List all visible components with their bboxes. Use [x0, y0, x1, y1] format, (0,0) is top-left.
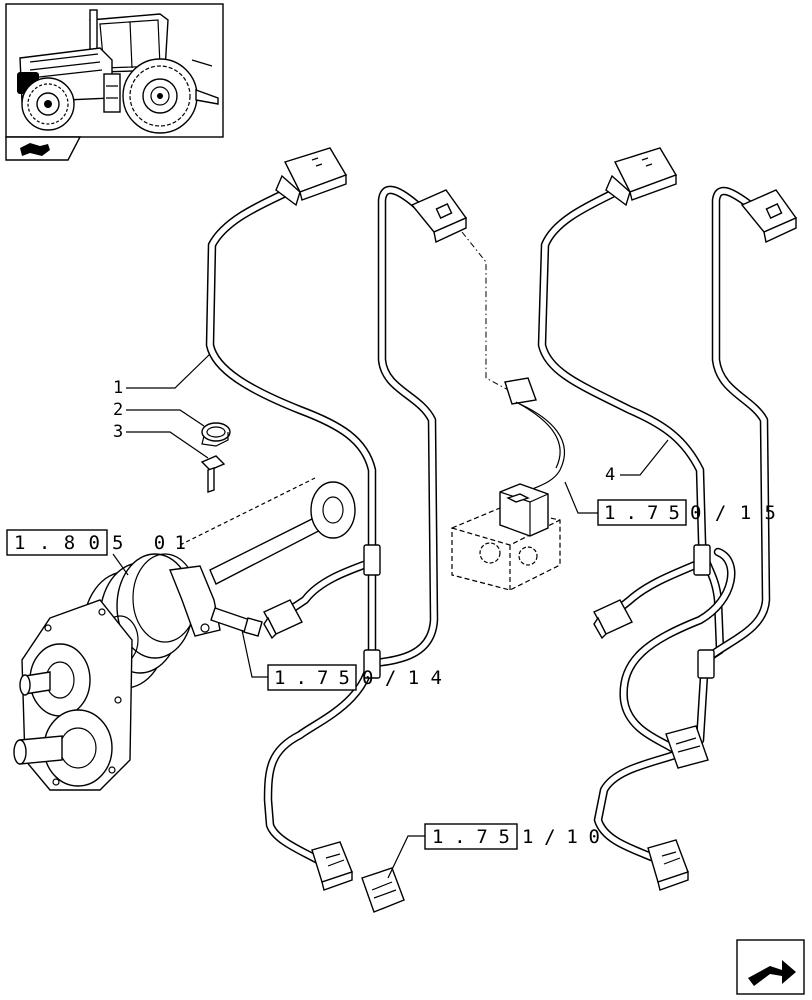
callout-number-4: 4	[605, 465, 615, 485]
next-page-arrow-icon	[736, 939, 805, 995]
dashed-link	[461, 231, 513, 393]
loose-plug	[361, 867, 405, 913]
connector-icon	[410, 189, 468, 244]
reference-label-1-75-1-10: 1.75 1/10	[424, 823, 600, 850]
callout-number-1: 1	[113, 378, 123, 398]
connector-icon	[647, 839, 689, 891]
tractor-thumbnail	[5, 3, 224, 138]
connector-icon	[275, 147, 348, 207]
reference-rest-text: 5 01	[112, 532, 186, 554]
solenoid-valve	[451, 377, 566, 591]
callout-number-3: 3	[113, 422, 123, 442]
right-harness	[537, 147, 798, 891]
connector-icon	[605, 147, 678, 207]
reference-label-1-80: 1.80 5 01	[6, 529, 186, 556]
connector-icon	[740, 189, 798, 244]
leader-lines	[112, 353, 669, 879]
reference-label-1-75-0-14: 1.75 0/14	[267, 664, 442, 691]
section-tab-icon	[5, 136, 82, 161]
reference-rest-text: 1/10	[522, 826, 600, 848]
cable-tie	[200, 455, 226, 493]
reference-label-1-75-0-15: 1.75 0/15	[597, 499, 776, 526]
pto-gearbox	[13, 477, 356, 791]
left-harness	[205, 147, 468, 891]
callout-number-2: 2	[113, 400, 123, 420]
hose-clamp	[201, 422, 231, 447]
connector-icon	[665, 725, 709, 769]
connector-icon	[593, 599, 633, 640]
connector-icon	[311, 841, 353, 891]
connector-icon	[263, 599, 303, 640]
